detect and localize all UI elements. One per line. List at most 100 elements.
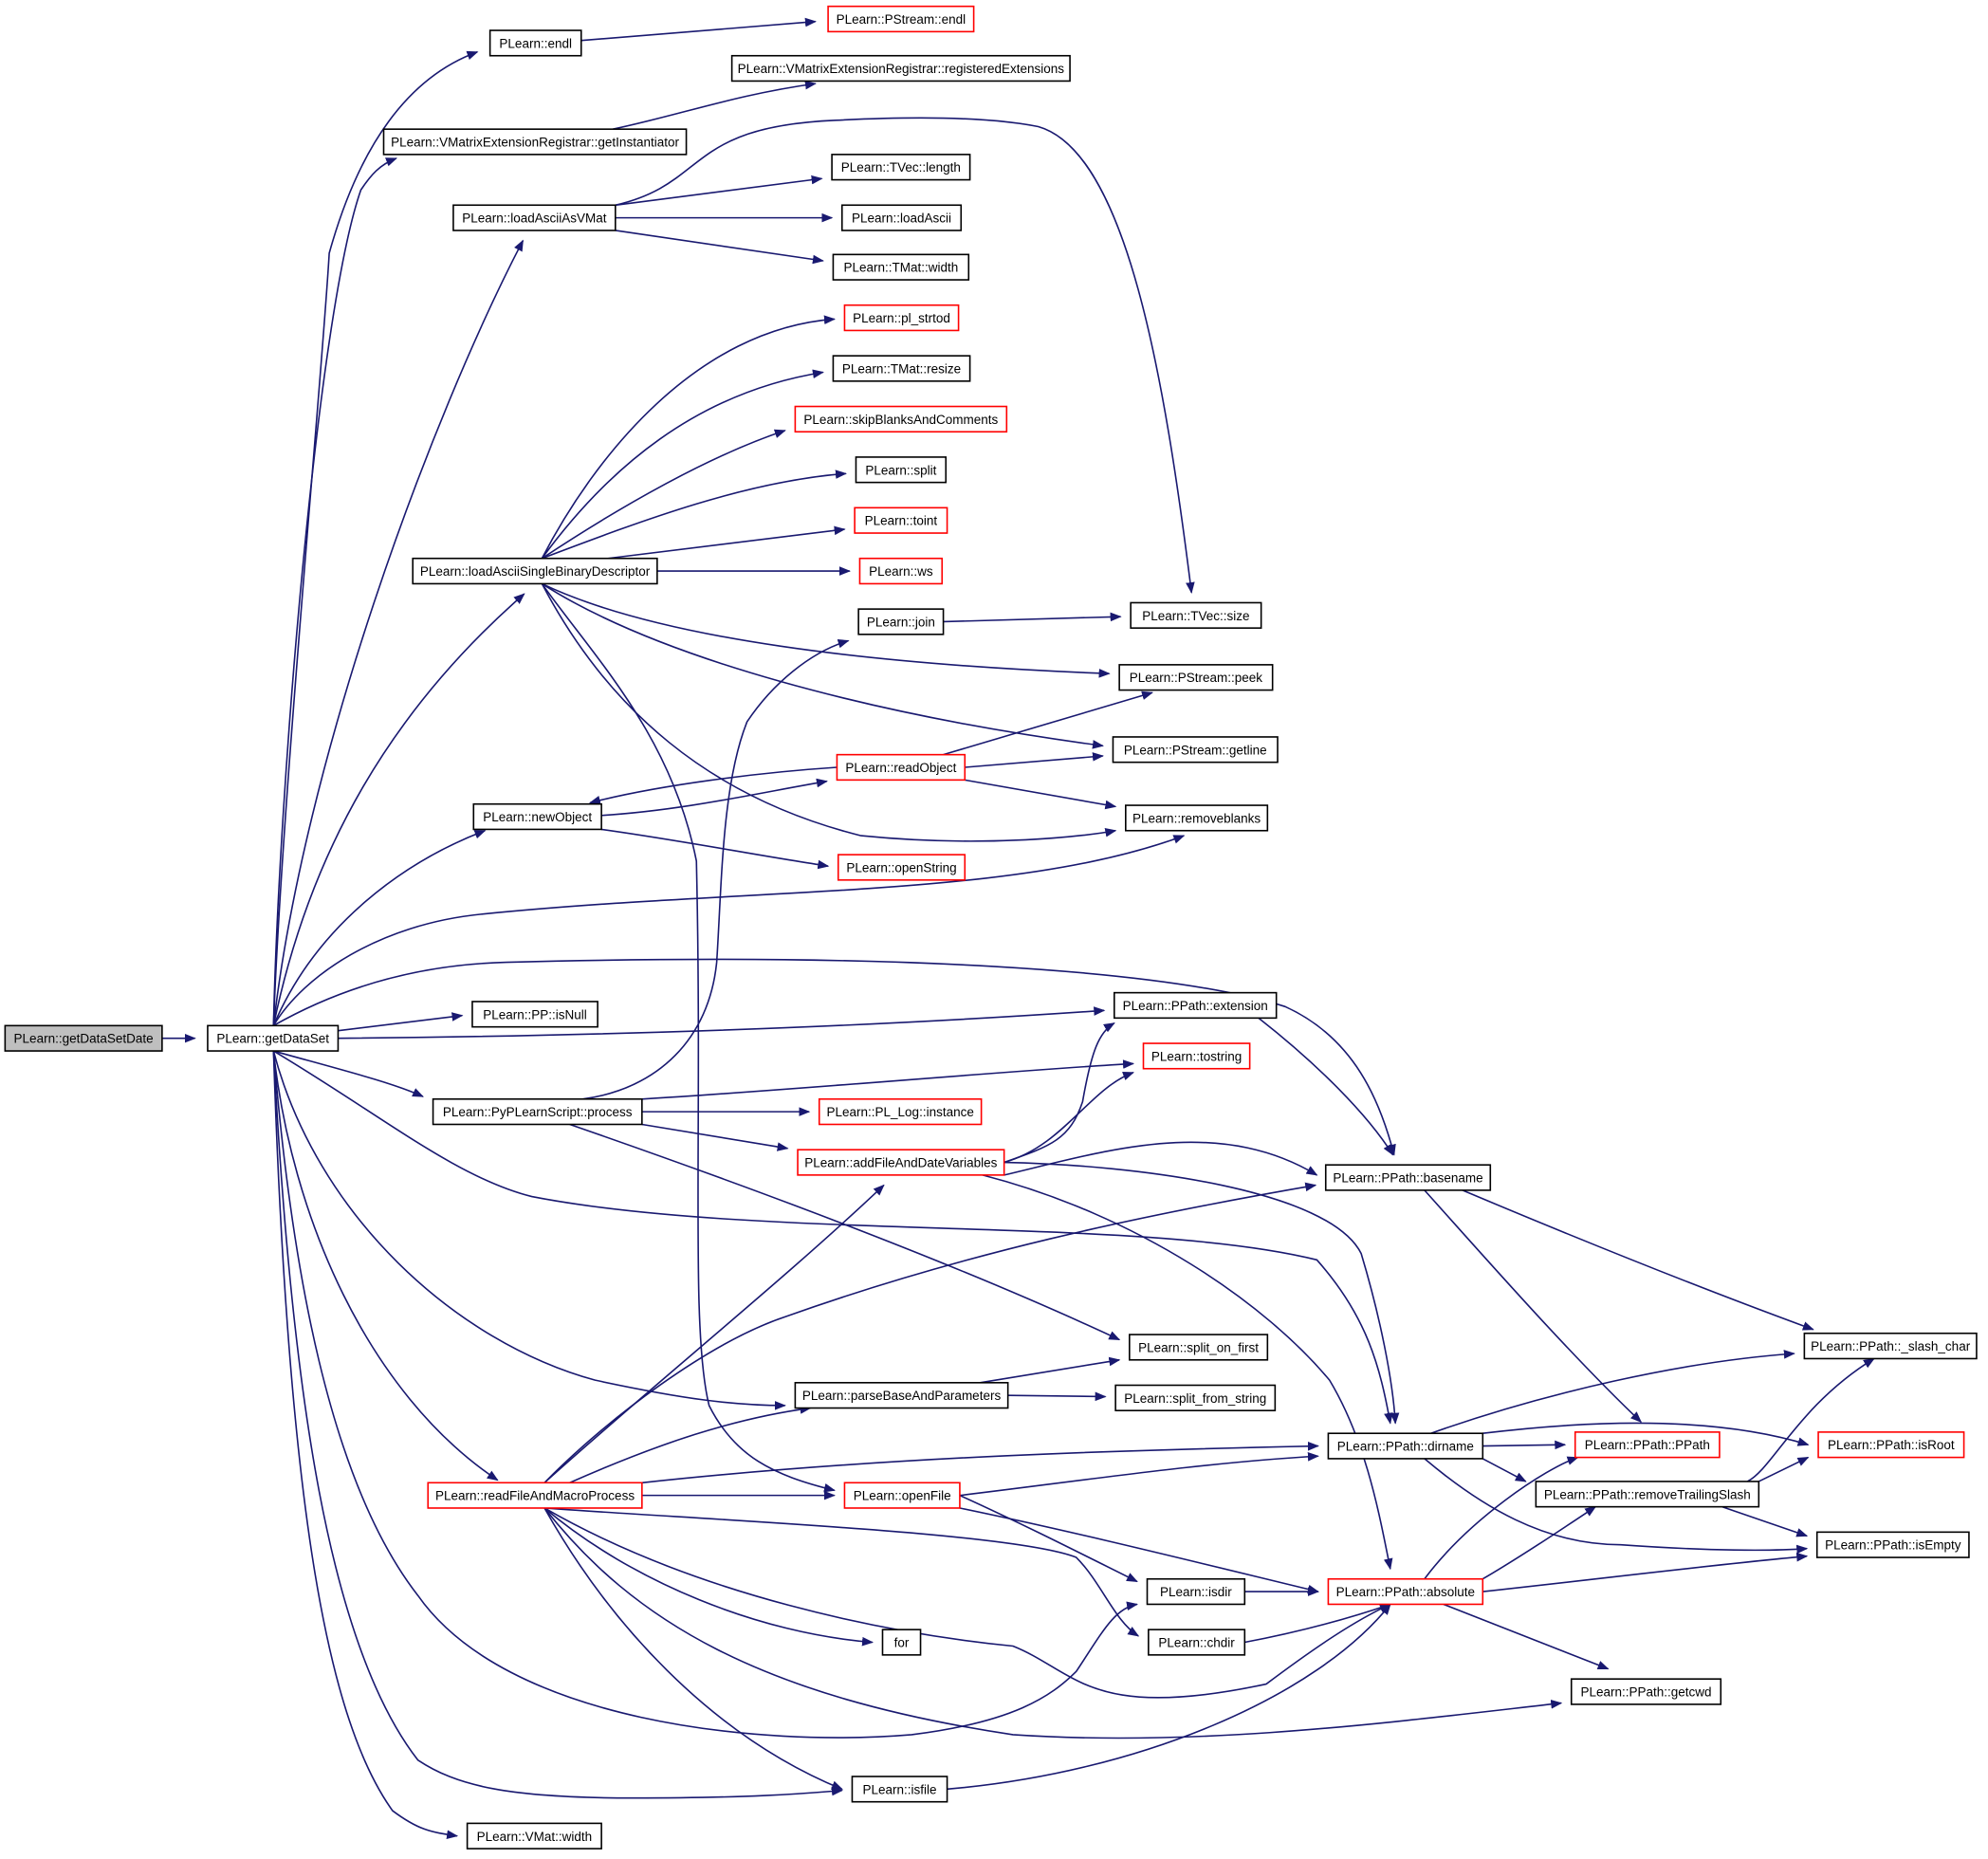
call-edge-newObject-to-readObject (601, 778, 828, 816)
function-node-getline[interactable]: PLearn::PStream::getline (1112, 736, 1279, 764)
node-box (466, 1822, 602, 1850)
function-node-slash-char[interactable]: PLearn::PPath::_slash_char (1803, 1332, 1978, 1360)
function-node-isfile[interactable]: PLearn::isfile (851, 1776, 948, 1803)
node-box (1130, 601, 1262, 629)
function-node-tvec-length[interactable]: PLearn::TVec::length (831, 154, 971, 181)
node-label: PLearn::TVec::size (1142, 609, 1249, 623)
node-label: PLearn::PP::isNull (483, 1007, 587, 1022)
node-label: PLearn::tostring (1151, 1049, 1242, 1063)
call-edge-getDataSet-to-basename (273, 960, 1396, 1156)
call-edge-getDataSet-to-isdir (273, 1051, 1139, 1738)
function-node-loadAsciiAsVMat[interactable]: PLearn::loadAsciiAsVMat (452, 204, 617, 231)
function-node-removeTrailingSlash[interactable]: PLearn::PPath::removeTrailingSlash (1535, 1481, 1760, 1508)
function-node-process[interactable]: PLearn::PyPLearnScript::process (432, 1097, 643, 1126)
node-box (1129, 1334, 1269, 1361)
function-node-absolute[interactable]: PLearn::PPath::absolute (1327, 1577, 1484, 1606)
function-node-loadAscii[interactable]: PLearn::loadAscii (840, 204, 963, 231)
function-node-split-on-first[interactable]: PLearn::split_on_first (1129, 1334, 1269, 1361)
function-node-dirname[interactable]: PLearn::PPath::dirname (1327, 1432, 1484, 1460)
function-node-tvec-size[interactable]: PLearn::TVec::size (1130, 601, 1262, 629)
function-node-tostring[interactable]: PLearn::tostring (1142, 1042, 1251, 1070)
call-edge-loadAsciiSingle-to-split (542, 469, 847, 558)
call-edge-readFileAndMacro-to-addFileAndDate (544, 1184, 885, 1483)
call-edge-readObject-to-getline (965, 752, 1104, 767)
node-label: PLearn::ws (869, 564, 933, 579)
function-node-split[interactable]: PLearn::split (855, 456, 948, 484)
function-node-loadAsciiSingle[interactable]: PLearn::loadAsciiSingleBinaryDescriptor (412, 557, 658, 585)
function-node-getDataSetDate[interactable]: PLearn::getDataSetDate (4, 1024, 163, 1052)
call-edge-getDataSet-to-extension (338, 1006, 1106, 1038)
function-node-pl-strtod[interactable]: PLearn::pl_strtod (843, 304, 960, 332)
node-box (797, 1149, 1005, 1176)
function-node-skipBlanks[interactable]: PLearn::skipBlanksAndComments (794, 405, 1008, 433)
node-label: PLearn::openString (846, 860, 956, 874)
function-node-vmat-width[interactable]: PLearn::VMat::width (466, 1822, 602, 1850)
function-node-peek[interactable]: PLearn::PStream::peek (1118, 664, 1274, 691)
node-label: PLearn::join (867, 615, 935, 629)
node-box (730, 54, 1071, 83)
function-node-getDataSet[interactable]: PLearn::getDataSet (207, 1024, 340, 1052)
call-edge-readFileAndMacro-to-chdir (544, 1508, 1140, 1636)
function-node-getInstantiator[interactable]: PLearn::VMatrixExtensionRegistrar::getIn… (382, 128, 688, 156)
call-edge-getDataSet-to-process (273, 1051, 424, 1096)
node-box (1570, 1678, 1722, 1705)
function-node-openString[interactable]: PLearn::openString (837, 854, 966, 881)
node-label: PLearn::getDataSet (216, 1032, 329, 1046)
node-box (836, 753, 966, 782)
function-node-registeredExtensions[interactable]: PLearn::VMatrixExtensionRegistrar::regis… (730, 54, 1071, 83)
function-node-ppath-ctor[interactable]: PLearn::PPath::PPath (1574, 1431, 1721, 1459)
function-node-openFile[interactable]: PLearn::openFile (843, 1482, 961, 1509)
function-node-chdir[interactable]: PLearn::chdir (1148, 1629, 1246, 1656)
function-node-parseBase[interactable]: PLearn::parseBaseAndParameters (794, 1382, 1009, 1409)
node-box (1125, 804, 1269, 832)
call-edge-readFileAndMacro-to-getcwd (544, 1508, 1563, 1739)
call-edge-loadAsciiAsVMat-to-tvec_length (616, 175, 823, 205)
function-node-removeblanks[interactable]: PLearn::removeblanks (1125, 804, 1269, 832)
function-node-split-from-string[interactable]: PLearn::split_from_string (1114, 1384, 1277, 1411)
node-box (1327, 1577, 1484, 1606)
function-node-endl[interactable]: PLearn::endl (488, 29, 582, 57)
node-label: PLearn::pl_strtod (853, 311, 950, 325)
node-box (832, 253, 970, 281)
function-node-readObject[interactable]: PLearn::readObject (836, 753, 966, 782)
call-edge-absolute-to-getcwd (1444, 1604, 1610, 1668)
function-node-for-node[interactable]: for (881, 1629, 922, 1656)
call-edge-readFileAndMacro-to-parseBase (570, 1405, 812, 1483)
function-node-isdir[interactable]: PLearn::isdir (1146, 1577, 1246, 1606)
node-box (831, 154, 971, 181)
function-node-pp-isNull[interactable]: PLearn::PP::isNull (471, 1001, 598, 1028)
call-edge-openFile-to-isdir (960, 1496, 1138, 1582)
function-nodes: PLearn::getDataSetDate PLearn::getDataSet… (4, 5, 1978, 1850)
node-box (1148, 1629, 1246, 1656)
call-edge-getDataSet-to-pp_isNull (338, 1012, 464, 1031)
node-label: PLearn::newObject (483, 810, 592, 824)
node-label: PLearn::split_from_string (1124, 1391, 1266, 1406)
function-node-extension[interactable]: PLearn::PPath::extension (1114, 991, 1278, 1020)
function-node-tmat-resize[interactable]: PLearn::TMat::resize (832, 355, 971, 382)
node-label: for (894, 1635, 910, 1649)
function-node-tmat-width[interactable]: PLearn::TMat::width (832, 253, 970, 281)
node-box (1146, 1577, 1246, 1606)
call-edge-addFileAndDate-to-absolute (983, 1175, 1393, 1571)
function-node-newObject[interactable]: PLearn::newObject (472, 802, 602, 831)
function-node-readFileAndMacro[interactable]: PLearn::readFileAndMacroProcess (427, 1482, 643, 1509)
call-edge-getDataSet-to-newObject (273, 831, 487, 1026)
node-box (427, 1482, 643, 1509)
call-edge-getDataSet-to-isfile (273, 1051, 843, 1798)
call-edge-newObject-to-openString (601, 829, 830, 870)
function-node-isRoot[interactable]: PLearn::PPath::isRoot (1817, 1431, 1965, 1459)
function-node-basename[interactable]: PLearn::PPath::basename (1324, 1164, 1492, 1191)
function-node-toint[interactable]: PLearn::toint (854, 506, 948, 534)
function-node-isEmpty[interactable]: PLearn::PPath::isEmpty (1815, 1531, 1970, 1558)
function-node-pl-log[interactable]: PLearn::PL_Log::instance (818, 1097, 983, 1126)
call-edge-isfile-to-absolute (948, 1603, 1390, 1789)
node-label: PLearn::readFileAndMacroProcess (435, 1489, 635, 1503)
function-node-join[interactable]: PLearn::join (857, 608, 945, 635)
function-node-pstream-endl[interactable]: PLearn::PStream::endl (827, 5, 975, 33)
function-node-addFileAndDate[interactable]: PLearn::addFileAndDateVariables (797, 1149, 1005, 1176)
function-node-getcwd[interactable]: PLearn::PPath::getcwd (1570, 1678, 1722, 1705)
function-node-ws[interactable]: PLearn::ws (858, 557, 944, 585)
node-box (1112, 736, 1279, 764)
node-box (382, 128, 688, 156)
node-label: PLearn::endl (499, 36, 572, 50)
